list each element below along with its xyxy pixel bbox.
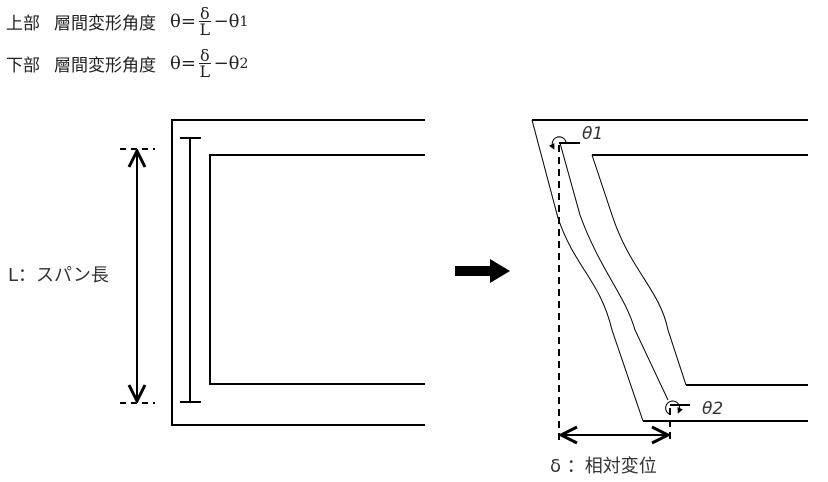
formula-name: 層間変形角度 [54,14,156,34]
displacement-label: δ ：相対変位 [550,456,657,477]
formula-position: 上部 [6,14,40,34]
theta-symbol: θ [170,11,181,32]
span-label: L：スパン長 [8,265,109,286]
rotation-marker-top [548,136,580,150]
undeformed-frame [171,119,425,426]
formula-position: 下部 [6,56,40,76]
theta-symbol: θ [170,53,181,74]
equals-sign: = [180,11,196,32]
denominator: L [199,20,211,39]
rotation-marker-bottom [665,400,690,415]
transition-arrow-icon [455,259,510,283]
theta1-label: θ1 [582,124,603,144]
minus-sign: − [213,11,229,32]
column-height-marker [180,137,201,403]
span-dimension [120,148,155,404]
numerator: δ [198,4,211,23]
theta2-label: θ2 [702,399,723,419]
displacement-dimension [558,145,671,443]
formula-name: 層間変形角度 [54,56,156,76]
deformed-frame [531,119,808,422]
theta-symbol: θ [228,53,240,74]
theta-index: 1 [239,13,249,30]
theta-index: 2 [239,55,249,72]
minus-sign: − [213,53,229,74]
numerator: δ [198,46,211,65]
denominator: L [199,62,211,81]
equals-sign: = [180,53,196,74]
theta-symbol: θ [228,11,240,32]
